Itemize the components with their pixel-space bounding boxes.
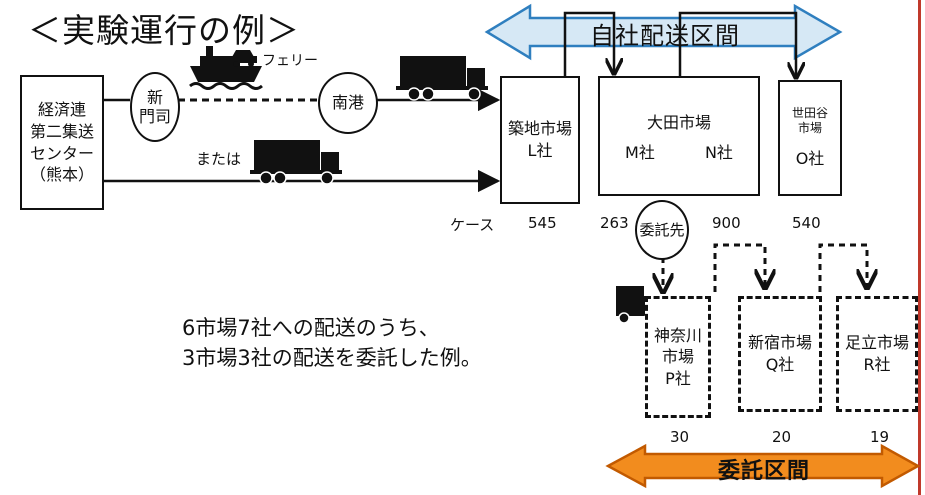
page-title: ＜実験運行の例＞ <box>28 11 300 50</box>
shinjuku-market-box: 新宿市場 Q社 <box>738 296 822 412</box>
cases-label: ケース <box>450 216 495 234</box>
kanagawa-company: P社 <box>665 368 691 388</box>
contractor-node: 委託先 <box>635 200 689 260</box>
own-delivery-arrow <box>484 3 843 61</box>
ota-market-name: 大田市場 <box>642 112 715 134</box>
setagaya-market-box: 世田谷 市場 O社 <box>778 80 842 196</box>
tsukiji-company: L社 <box>527 141 553 160</box>
port-moji-line-1: 新 <box>146 87 163 107</box>
tsukiji-market-name: 築地市場 <box>507 119 572 139</box>
ferry-label: フェリー <box>262 53 318 69</box>
cases-tsukiji: 545 <box>528 214 557 232</box>
bracket-shinjuku-adachi <box>818 243 867 292</box>
shinjuku-market-name: 新宿市場 <box>747 333 812 353</box>
port-nanko-label: 南港 <box>331 93 364 113</box>
cases-q: 20 <box>772 428 792 446</box>
setagaya-company: O社 <box>795 149 825 169</box>
origin-center-box: 経済連 第二集送 センター （熊本） <box>20 75 104 210</box>
origin-line-4: （熊本） <box>29 165 94 185</box>
setagaya-name-2: 市場 <box>797 121 822 136</box>
cases-n: 900 <box>712 214 741 232</box>
port-moji-line-2: 門司 <box>138 107 171 126</box>
cases-p: 30 <box>670 428 690 446</box>
car-icon <box>229 50 257 67</box>
origin-line-3: センター <box>29 143 94 163</box>
truck-icon-mataha <box>250 140 342 185</box>
adachi-market-name: 足立市場 <box>844 333 909 353</box>
contract-delivery-arrow <box>605 443 921 489</box>
bracket-kanagawa-shinjuku <box>713 243 765 292</box>
page-edge-line <box>918 0 921 495</box>
cases-m: 263 <box>600 214 629 232</box>
contract-delivery-label: 委託区間 <box>718 459 811 484</box>
ota-company-m: M社 <box>625 142 655 162</box>
truck-icon-nanko <box>396 56 488 101</box>
kanagawa-name-1: 神奈川 <box>653 325 702 345</box>
kanagawa-name-2: 市場 <box>661 347 694 367</box>
origin-line-1: 経済連 <box>37 100 86 120</box>
bracket-tsukiji-ota <box>563 11 614 76</box>
cases-o: 540 <box>792 214 821 232</box>
shinjuku-company: Q社 <box>765 355 795 374</box>
note-line-2: 3市場3社の配送を委託した例。 <box>182 346 482 371</box>
own-delivery-label: 自社配送区間 <box>590 22 740 50</box>
contractor-label: 委託先 <box>639 220 685 239</box>
tsukiji-market-box: 築地市場 L社 <box>500 76 580 204</box>
setagaya-name-1: 世田谷 <box>791 106 828 121</box>
port-moji-node: 新 門司 <box>130 72 180 142</box>
port-nanko-node: 南港 <box>318 72 378 134</box>
adachi-company: R社 <box>863 355 891 374</box>
ferry-ship-icon <box>189 46 263 90</box>
ota-market-box: 大田市場 M社 N社 <box>598 76 760 196</box>
note-line-1: 6市場7社への配送のうち、 <box>182 316 440 340</box>
kanagawa-market-box: 神奈川 市場 P社 <box>645 296 711 418</box>
adachi-market-box: 足立市場 R社 <box>836 296 918 412</box>
bracket-ota-setagaya <box>678 11 796 76</box>
origin-line-2: 第二集送 <box>29 121 94 141</box>
cases-r: 19 <box>870 428 890 446</box>
note-text: 6市場7社への配送のうち、 3市場3社の配送を委託した例。 <box>182 313 482 374</box>
ota-company-n: N社 <box>704 142 733 162</box>
or-label: または <box>196 150 242 168</box>
